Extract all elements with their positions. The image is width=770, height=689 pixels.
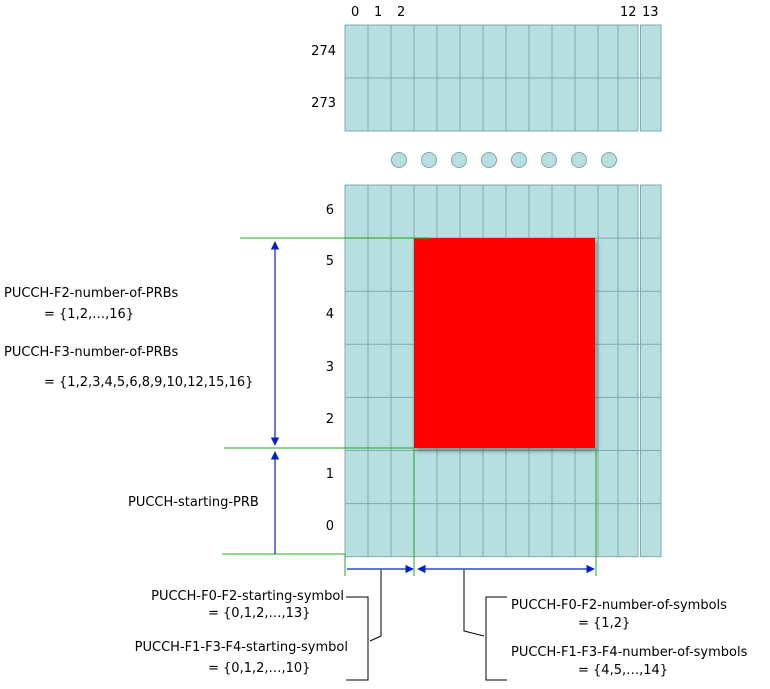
row-label-0: 0 xyxy=(325,519,334,534)
ellipsis-dots xyxy=(391,152,617,168)
column-label-0: 0 xyxy=(351,5,360,20)
column-label-2: 2 xyxy=(397,5,406,20)
f2-number-of-prbs-label: PUCCH-F2-number-of-PRBs xyxy=(4,286,179,301)
bottom-grid-col-12 xyxy=(617,184,639,558)
f2-number-of-prbs-values: = {1,2,…,16} xyxy=(44,307,135,322)
column-label-13: 13 xyxy=(642,5,659,20)
row-label-1: 1 xyxy=(325,467,334,482)
leader-starting-symbol xyxy=(369,570,382,642)
ellipsis-dot-6 xyxy=(571,152,587,168)
f3-number-of-prbs-values: = {1,2,3,4,5,6,8,9,10,12,15,16} xyxy=(44,375,254,390)
ellipsis-dot-3 xyxy=(481,152,497,168)
row-label-6: 6 xyxy=(325,203,334,218)
column-label-1: 1 xyxy=(374,5,383,20)
ellipsis-dot-7 xyxy=(601,152,617,168)
f1f3f4-number-of-symbols-label: PUCCH-F1-F3-F4-number-of-symbols xyxy=(511,645,748,660)
leader-number-of-symbols xyxy=(463,570,485,637)
row-label-273: 273 xyxy=(311,96,336,111)
bottom-grid-col-13 xyxy=(640,184,662,558)
f0f2-number-of-symbols-label: PUCCH-F0-F2-number-of-symbols xyxy=(511,598,727,613)
row-label-274: 274 xyxy=(311,44,336,59)
guide-lines xyxy=(222,237,597,576)
row-label-3: 3 xyxy=(325,360,334,375)
f0f2-number-of-symbols-values: = {1,2} xyxy=(578,616,631,631)
brace-starting-symbol xyxy=(346,596,369,681)
ellipsis-dot-1 xyxy=(421,152,437,168)
row-label-4: 4 xyxy=(325,307,334,322)
f0f2-starting-symbol-label: PUCCH-F0-F2-starting-symbol xyxy=(151,589,344,604)
row-label-2: 2 xyxy=(325,412,334,427)
braces xyxy=(346,570,507,681)
pucch-resource-block xyxy=(414,238,595,448)
ellipsis-dot-0 xyxy=(391,152,407,168)
row-label-5: 5 xyxy=(325,254,334,269)
f1f3f4-number-of-symbols-values: = {4,5,…,14} xyxy=(578,663,669,678)
top-grid xyxy=(344,24,662,132)
column-label-12: 12 xyxy=(620,5,637,20)
f1f3f4-starting-symbol-label: PUCCH-F1-F3-F4-starting-symbol xyxy=(134,640,348,655)
dimension-arrows xyxy=(270,241,595,574)
brace-number-of-symbols xyxy=(485,596,507,681)
ellipsis-dot-2 xyxy=(451,152,467,168)
f0f2-starting-symbol-values: = {0,1,2,…,13} xyxy=(208,606,311,621)
starting-prb-label: PUCCH-starting-PRB xyxy=(128,495,259,510)
f1f3f4-starting-symbol-values: = {0,1,2,…,10} xyxy=(208,661,311,676)
f3-number-of-prbs-label: PUCCH-F3-number-of-PRBs xyxy=(4,345,179,360)
ellipsis-dot-4 xyxy=(511,152,527,168)
ellipsis-dot-5 xyxy=(541,152,557,168)
